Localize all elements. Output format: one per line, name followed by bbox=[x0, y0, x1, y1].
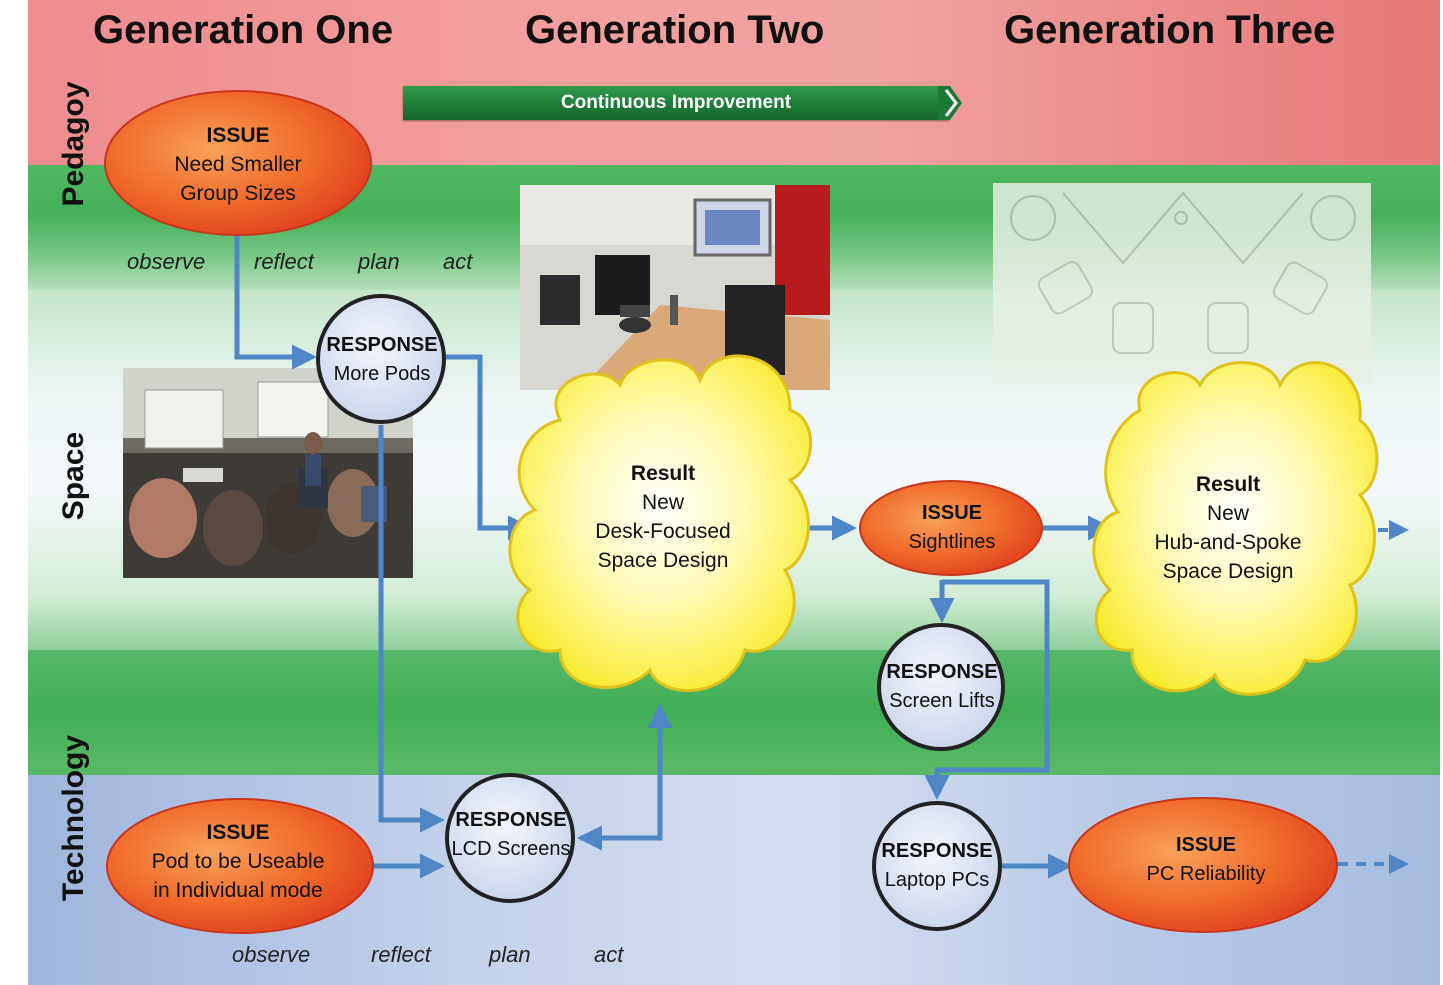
response-more-pods-head: RESPONSE bbox=[326, 334, 438, 356]
response-screen-lifts-head: RESPONSE bbox=[886, 661, 998, 683]
issue-group-sizes-line1: Need Smaller bbox=[174, 152, 302, 176]
issue-sightlines-shape bbox=[859, 480, 1043, 576]
connector-more-pods-to-result bbox=[444, 354, 533, 541]
issue-pod-individual-head: ISSUE bbox=[206, 820, 270, 844]
issue-pod-individual: ISSUE Pod to be Useable in Individual mo… bbox=[128, 815, 348, 907]
connector-issue-to-more-pods bbox=[234, 232, 317, 370]
result-desk-focused-cloud bbox=[508, 354, 813, 692]
step-act-bottom: act bbox=[594, 942, 624, 967]
issue-pod-individual-shape bbox=[106, 798, 374, 934]
result-desk-focused-line3: Space Design bbox=[597, 549, 729, 572]
step-plan-top: plan bbox=[358, 249, 400, 274]
step-observe-top: observe bbox=[127, 249, 206, 274]
step-reflect-bottom: reflect bbox=[371, 942, 431, 967]
column-title-generation-two: Generation Two bbox=[525, 8, 825, 52]
result-hub-spoke-line1: New bbox=[1206, 502, 1249, 525]
result-hub-spoke-line3: Space Design bbox=[1162, 560, 1294, 583]
response-more-pods: RESPONSE More Pods bbox=[316, 330, 448, 390]
response-more-pods-shape bbox=[316, 294, 446, 424]
response-more-pods-line1: More Pods bbox=[333, 363, 431, 385]
response-lcd: RESPONSE LCD Screens bbox=[444, 805, 578, 865]
connector-lcd-to-result bbox=[580, 703, 673, 841]
continuous-improvement-bar: Continuous Improvement bbox=[403, 86, 949, 120]
connector-more-pods-to-lcd bbox=[378, 425, 445, 833]
response-laptop-head: RESPONSE bbox=[881, 840, 993, 862]
issue-sightlines: ISSUE Sightlines bbox=[876, 498, 1028, 558]
response-lcd-head: RESPONSE bbox=[455, 809, 567, 831]
issue-pc-reliability-line1: PC Reliability bbox=[1146, 863, 1266, 885]
step-act-top: act bbox=[443, 249, 473, 274]
response-laptop: RESPONSE Laptop PCs bbox=[871, 836, 1003, 896]
issue-group-sizes-shape bbox=[104, 90, 372, 236]
result-hub-spoke-head: Result bbox=[1195, 473, 1261, 496]
issue-pc-reliability: ISSUE PC Reliability bbox=[1113, 830, 1299, 890]
result-desk-focused: Result New Desk-Focused Space Design bbox=[573, 457, 753, 577]
floorplan-image bbox=[993, 183, 1371, 383]
continuous-improvement-arrow-icon bbox=[938, 86, 962, 120]
column-title-generation-three: Generation Three bbox=[1004, 8, 1336, 52]
issue-group-sizes-line2: Group Sizes bbox=[180, 181, 296, 205]
response-lcd-line1: LCD Screens bbox=[451, 838, 571, 860]
response-laptop-shape bbox=[872, 801, 1002, 931]
result-desk-focused-head: Result bbox=[630, 462, 696, 485]
issue-group-sizes-head: ISSUE bbox=[206, 123, 270, 147]
issue-pod-individual-line2: in Individual mode bbox=[153, 878, 323, 902]
issue-group-sizes: ISSUE Need Smaller Group Sizes bbox=[128, 118, 348, 210]
response-lcd-shape bbox=[445, 773, 575, 903]
issue-sightlines-line1: Sightlines bbox=[908, 531, 996, 553]
issue-pod-individual-line1: Pod to be Useable bbox=[151, 849, 325, 873]
issue-sightlines-head: ISSUE bbox=[921, 502, 983, 524]
issue-pc-reliability-shape bbox=[1068, 797, 1338, 933]
result-hub-spoke-cloud bbox=[1092, 361, 1379, 696]
result-hub-spoke-line2: Hub-and-Spoke bbox=[1154, 531, 1302, 554]
result-desk-focused-line1: New bbox=[641, 491, 684, 514]
step-observe-bottom: observe bbox=[232, 942, 311, 967]
result-hub-spoke: Result New Hub-and-Spoke Space Design bbox=[1138, 468, 1318, 588]
step-plan-bottom: plan bbox=[489, 942, 531, 967]
issue-pc-reliability-head: ISSUE bbox=[1175, 834, 1237, 856]
step-reflect-top: reflect bbox=[254, 249, 314, 274]
response-screen-lifts-shape bbox=[877, 623, 1005, 751]
result-desk-focused-line2: Desk-Focused bbox=[595, 520, 731, 543]
connector-sightlines-to-laptop bbox=[924, 579, 1050, 800]
response-laptop-line1: Laptop PCs bbox=[884, 869, 990, 891]
response-screen-lifts: RESPONSE Screen Lifts bbox=[876, 657, 1008, 717]
response-screen-lifts-line1: Screen Lifts bbox=[889, 690, 995, 712]
column-title-generation-one: Generation One bbox=[93, 8, 394, 52]
